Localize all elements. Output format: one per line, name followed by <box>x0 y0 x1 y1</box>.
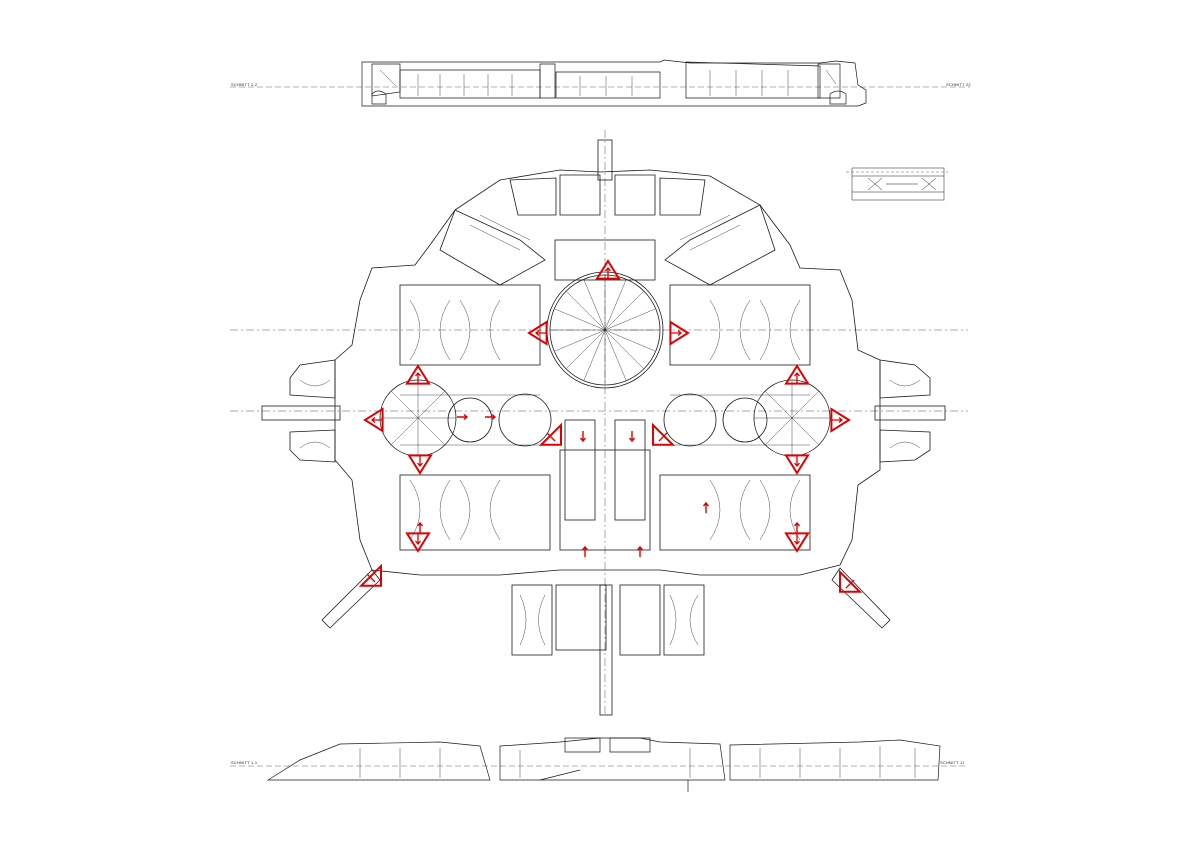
red-marker <box>457 413 469 421</box>
section-label-top-right: SCHNITT 22 <box>946 82 971 87</box>
red-marker <box>702 501 710 513</box>
red-marker <box>405 532 431 553</box>
section-label-bottom-right: SCHNITT 11 <box>940 760 965 765</box>
red-marker <box>416 521 424 533</box>
red-marker <box>784 532 810 553</box>
red-marker <box>358 563 382 587</box>
red-marker <box>485 413 497 421</box>
red-marker <box>636 545 644 557</box>
red-marker <box>839 569 863 593</box>
red-marker <box>669 320 690 346</box>
red-marker <box>527 320 548 346</box>
section-label-bottom-left: SCHNITT 1-1 <box>231 760 258 765</box>
red-marker <box>784 364 810 385</box>
red-marker <box>407 454 433 475</box>
red-marker <box>830 407 851 433</box>
red-marker <box>595 259 621 280</box>
legend-box <box>846 167 948 201</box>
red-marker <box>538 422 562 446</box>
red-marker <box>405 364 431 385</box>
red-marker <box>784 454 810 475</box>
red-marker <box>628 431 636 443</box>
section-bottom <box>230 737 968 792</box>
section-top <box>230 59 970 107</box>
red-marker <box>793 521 801 533</box>
marker-layer <box>358 259 863 593</box>
red-marker <box>363 407 384 433</box>
plan-details <box>299 214 921 646</box>
section-label-top-left: SCHNITT 2-2 <box>231 82 258 87</box>
plan-outline <box>261 139 946 716</box>
red-marker <box>652 422 676 446</box>
red-marker <box>581 545 589 557</box>
red-marker <box>579 431 587 443</box>
axis-lines <box>230 130 968 715</box>
